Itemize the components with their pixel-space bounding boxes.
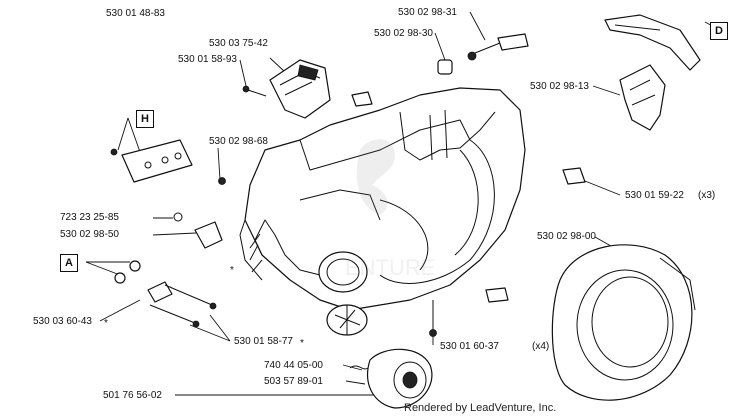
side-bracket [173,212,223,249]
part-qty-x3: (x3) [698,190,716,201]
callout-box-d: D [710,22,728,40]
part-label-530-03-60-43: 530 03 60-43 [33,316,92,327]
render-credit: Rendered by LeadVenture, Inc. [404,402,557,414]
bracket-d [604,14,701,71]
part-label-530-02-98-50: 530 02 98-50 [60,229,119,240]
fuel-pipe [437,33,529,75]
part-label-530-01-48-83: 530 01 48-83 [106,8,165,19]
asterisk-note: * [230,265,234,276]
part-label-501-76-56-02: 501 76 56-02 [103,390,162,401]
crankcase-housing [239,87,526,336]
part-label-530-02-98-30: 530 02 98-30 [374,28,433,39]
watermark: ENTURE [345,139,435,280]
part-label-530-01-58-77: 530 01 58-77 [234,336,293,347]
part-label-530-01-59-22: 530 01 59-22 [625,190,684,201]
small-screws [110,85,267,185]
part-label-530-01-60-37: 530 01 60-37 [440,341,499,352]
part-label-740-44-05-00: 740 44 05-00 [264,360,323,371]
part-label-530-02-98-00: 530 02 98-00 [537,231,596,242]
part-label-530-03-75-42: 530 03 75-42 [209,38,268,49]
part-qty-x4: (x4) [532,341,550,352]
part-label-530-02-98-68: 530 02 98-68 [209,136,268,147]
svg-text:ENTURE: ENTURE [345,255,435,280]
air-deflector [269,59,331,119]
callout-box-a: A [60,254,78,272]
part-label-530-02-98-31: 530 02 98-31 [398,7,457,18]
bolt [429,300,437,337]
hardware-kit-a [114,260,217,328]
part-mark-60-43: * [104,318,108,329]
callout-box-h: H [136,110,154,128]
chain-guard-plate [121,139,193,183]
part-label-530-01-58-93: 530 01 58-93 [178,54,237,65]
clips [351,91,586,303]
part-label-723-23-25-85: 723 23 25-85 [60,212,119,223]
leader-lines [85,11,721,396]
part-label-503-57-89-01: 503 57 89-01 [264,376,323,387]
starter-cover [551,244,696,401]
bracket-13 [619,64,666,131]
part-label-530-02-98-13: 530 02 98-13 [530,81,589,92]
part-mark-58-77: * [300,338,304,349]
oil-pump [349,348,433,409]
